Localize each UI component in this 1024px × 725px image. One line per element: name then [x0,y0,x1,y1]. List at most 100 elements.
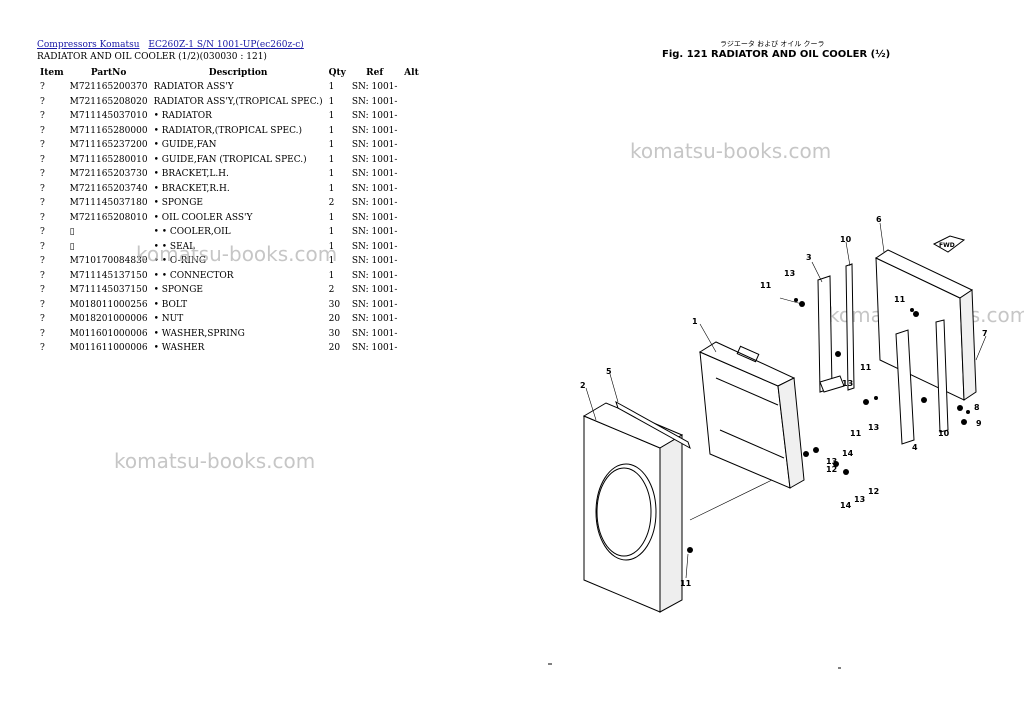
cell-item: ? [40,270,45,281]
callout-label: 2 [580,381,586,390]
callout-label: 5 [606,367,612,376]
cell-alt [400,124,422,139]
table-row: ?M711165280010• GUIDE,FAN (TROPICAL SPEC… [37,153,422,168]
oil-cooler-part [874,249,977,401]
cell-qty: 20 [328,343,341,354]
cell-description: • BOLT [153,299,188,310]
cell-partno: M011611000006 [69,343,148,354]
cell-ref: SN: 1001- [351,140,398,151]
cell-ref: SN: 1001- [351,169,398,180]
cell-partno: M721165208010 [69,212,148,223]
cell-ref: SN: 1001- [351,299,398,310]
cell-item: ? [40,183,45,194]
table-row: ?M711165280000• RADIATOR,(TROPICAL SPEC.… [37,124,422,139]
callout-label: 11 [680,579,692,588]
column-header-alt: Alt [404,68,419,78]
table-header-row: Item PartNo Description Qty Ref Alt [37,66,422,80]
cell-item: ? [40,198,45,209]
cell-item: ? [40,212,45,223]
column-header-description: Description [208,68,268,78]
cell-description: • SPONGE [153,285,203,296]
cell-ref: SN: 1001- [351,96,398,107]
cell-item: ? [40,82,45,93]
cell-alt [400,196,422,211]
callout-label: 7 [982,329,988,338]
breadcrumb-link-category[interactable]: Compressors Komatsu [37,40,140,50]
breadcrumb-link-model[interactable]: EC260Z-1 S/N 1001-UP(ec260z-c) [148,40,304,50]
cell-qty: 1 [328,140,335,151]
column-header-qty: Qty [328,68,346,78]
cell-alt [400,182,422,197]
cell-alt [400,138,422,153]
cell-alt [400,269,422,284]
cell-item: ? [40,111,45,122]
callout-label: 11 [760,281,772,290]
cell-ref: SN: 1001- [351,227,398,238]
cell-description: • • COOLER,OIL [153,227,231,238]
cell-qty: 1 [328,96,335,107]
diagram-svg: ラジエータ および オイル クーラ Fig. 121 RADIATOR AND … [548,39,988,669]
cell-description: • WASHER [153,343,205,354]
cell-partno: ▯ [69,227,75,238]
cell-description: • NUT [153,314,184,325]
callout-label: 8 [974,403,980,412]
callout-label: 3 [806,253,812,262]
cell-ref: SN: 1001- [351,270,398,281]
callout-label: 11 [894,295,906,304]
page-subtitle: RADIATOR AND OIL COOLER (1/2)(030030 : 1… [37,52,267,62]
cell-qty: 1 [328,82,335,93]
cell-ref: SN: 1001- [351,82,398,93]
callout-label: 12 [868,487,879,496]
cell-description: • RADIATOR [153,111,212,122]
cell-item: ? [40,299,45,310]
cell-item: ? [40,125,45,136]
cell-partno: ▯ [69,241,75,252]
cell-item: ? [40,241,45,252]
cell-qty: 1 [328,212,335,223]
callout-label: 1 [692,317,698,326]
cell-qty: 30 [328,328,341,339]
exploded-diagram: ラジエータ および オイル クーラ Fig. 121 RADIATOR AND … [540,30,1024,710]
cell-description: • WASHER,SPRING [153,328,245,339]
cell-alt [400,327,422,342]
watermark-text: komatsu-books.com [630,139,832,163]
callout-label: 9 [976,419,982,428]
cell-partno: M711165237200 [69,140,148,151]
cell-alt [400,283,422,298]
figure-japanese-title: ラジエータ および オイル クーラ [720,39,825,48]
cell-ref: SN: 1001- [351,241,398,252]
callout-label: 13 [842,379,853,388]
callout-label: 11 [860,363,872,372]
fan-guide-part [582,402,684,613]
cell-partno: M711145037180 [69,198,148,209]
cell-alt [400,167,422,182]
cell-item: ? [40,314,45,325]
cell-description: • SPONGE [153,198,203,209]
cell-item: ? [40,343,45,354]
cell-ref: SN: 1001- [351,285,398,296]
cell-alt [400,298,422,313]
cell-item: ? [40,154,45,165]
cell-qty: 1 [328,241,335,252]
cell-qty: 1 [328,169,335,180]
cell-partno: M711165280010 [69,154,148,165]
cell-description: • • O-RING [153,256,207,267]
cell-ref: SN: 1001- [351,198,398,209]
cell-description: • • SEAL [153,241,196,252]
cell-partno: M018011000256 [69,299,148,310]
cell-item: ? [40,328,45,339]
figure-title: Fig. 121 RADIATOR AND OIL COOLER (½) [662,49,890,60]
callout-label: 6 [876,215,882,224]
cell-qty: 1 [328,256,335,267]
cell-qty: 1 [328,125,335,136]
cell-partno: M721165200370 [69,82,148,93]
